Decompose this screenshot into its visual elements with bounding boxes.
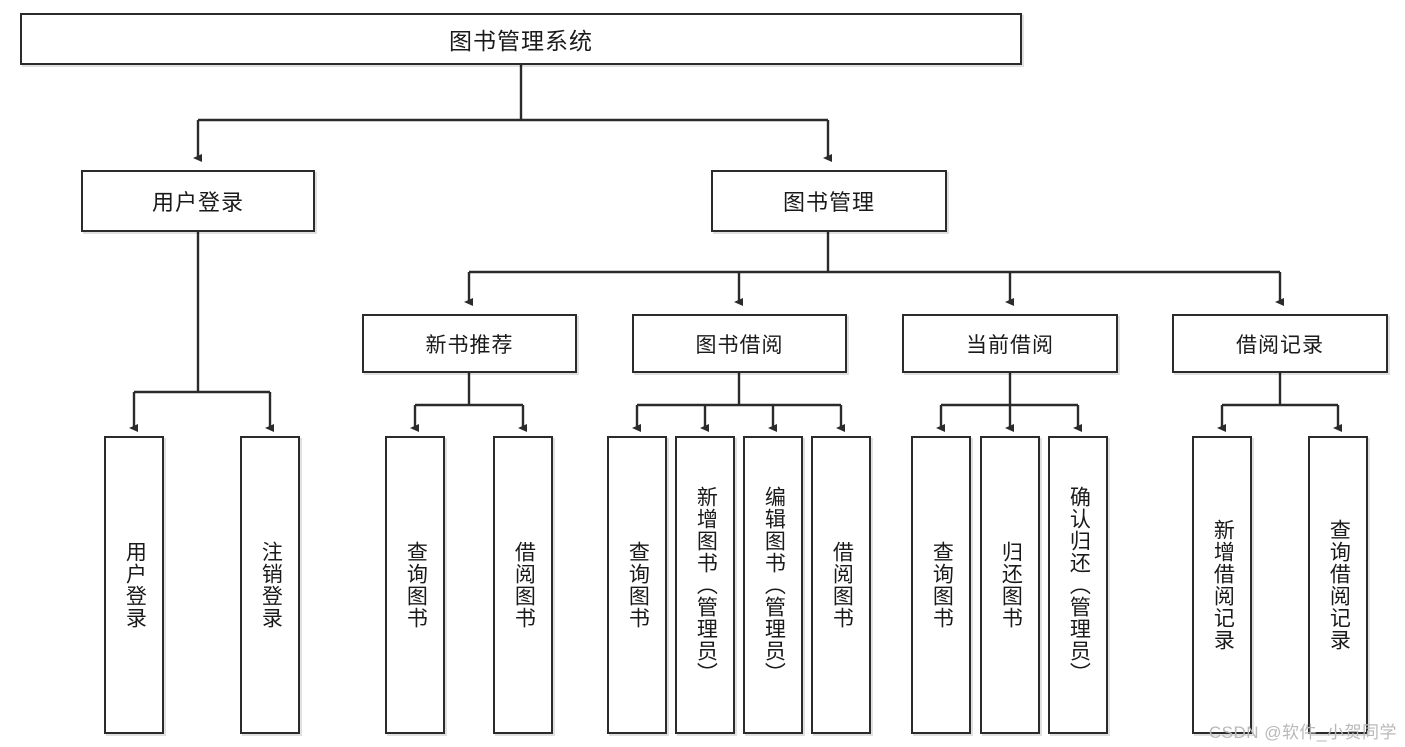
node-label: 用户登录 (123, 541, 147, 629)
node-label: 借阅记录 (1236, 333, 1324, 357)
leaf-new-book-query[interactable]: 查询图书 (385, 436, 445, 734)
node-label: 查询图书 (404, 541, 428, 629)
leaf-new-book-borrow[interactable]: 借阅图书 (493, 436, 553, 734)
node-label: 借阅图书 (830, 541, 854, 629)
node-book-management[interactable]: 图书管理 (711, 170, 947, 232)
node-label: 当前借阅 (966, 333, 1054, 357)
node-current-borrow[interactable]: 当前借阅 (902, 314, 1118, 373)
node-label: 图书借阅 (695, 333, 784, 357)
leaf-book-borrow-edit[interactable]: 编辑图书（管理员） (743, 436, 803, 734)
leaf-borrow-records-query[interactable]: 查询借阅记录 (1308, 436, 1368, 734)
node-new-book-recommend[interactable]: 新书推荐 (362, 314, 577, 373)
leaf-user-login-login[interactable]: 用户登录 (104, 436, 164, 734)
node-label: 新增图书（管理员） (694, 486, 718, 684)
node-label: 图书管理系统 (449, 28, 593, 54)
node-label: 查询借阅记录 (1327, 519, 1351, 651)
node-label: 归还图书 (999, 541, 1023, 629)
leaf-current-borrow-query[interactable]: 查询图书 (911, 436, 971, 734)
node-label: 新增借阅记录 (1211, 519, 1235, 651)
node-root-system[interactable]: 图书管理系统 (20, 13, 1022, 65)
node-label: 新书推荐 (425, 333, 514, 357)
node-user-login[interactable]: 用户登录 (81, 170, 315, 232)
leaf-book-borrow-query[interactable]: 查询图书 (607, 436, 667, 734)
leaf-book-borrow-add[interactable]: 新增图书（管理员） (675, 436, 735, 734)
node-label: 编辑图书（管理员） (762, 486, 786, 684)
leaf-borrow-records-add[interactable]: 新增借阅记录 (1192, 436, 1252, 734)
node-label: 查询图书 (930, 541, 954, 629)
node-label: 确认归还（管理员） (1067, 486, 1091, 684)
node-label: 图书管理 (782, 190, 875, 215)
node-book-borrow[interactable]: 图书借阅 (632, 314, 847, 373)
leaf-book-borrow-borrow[interactable]: 借阅图书 (811, 436, 871, 734)
node-label: 注销登录 (259, 541, 283, 629)
node-borrow-records[interactable]: 借阅记录 (1172, 314, 1388, 373)
node-label: 借阅图书 (512, 541, 536, 629)
watermark: CSDN @软件_小贺同学 (1208, 723, 1397, 742)
leaf-user-login-logout[interactable]: 注销登录 (240, 436, 300, 734)
leaf-current-borrow-confirm-return[interactable]: 确认归还（管理员） (1048, 436, 1108, 734)
leaf-current-borrow-return[interactable]: 归还图书 (980, 436, 1040, 734)
node-label: 用户登录 (151, 190, 244, 215)
node-label: 查询图书 (626, 541, 650, 629)
